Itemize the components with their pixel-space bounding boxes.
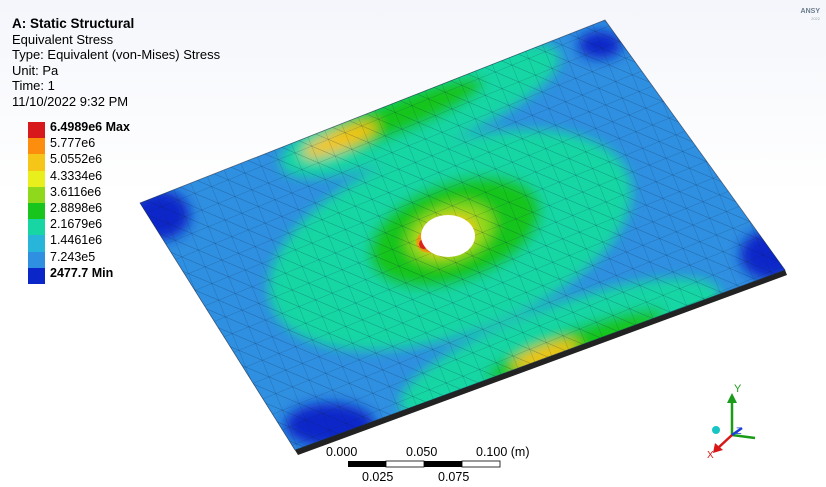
legend-swatch [28, 267, 45, 284]
legend-swatch [28, 219, 45, 236]
legend-swatch [28, 170, 45, 187]
z-axis-arrow [731, 426, 743, 437]
legend-swatch [28, 235, 45, 252]
plate-edge-right [295, 270, 787, 455]
scale-label-0: 0.000 [326, 445, 358, 459]
result-timestamp: 11/10/2022 9:32 PM [12, 93, 129, 109]
legend-label: 2.1679e6 [50, 217, 103, 232]
legend-swatch [28, 186, 45, 203]
triad-y-label: Y [734, 383, 742, 395]
legend-swatch [28, 202, 45, 220]
legend-label: 2477.7 Min [50, 265, 114, 280]
legend-label: 2.8898e6 [50, 200, 103, 215]
x-axis-arrow [717, 434, 733, 449]
result-type: Type: Equivalent (von-Mises) Stress [12, 47, 221, 62]
legend-label: 5.777e6 [50, 136, 96, 151]
scale-label-3: 0.025 [362, 470, 394, 484]
legend-label: 4.3334e6 [50, 168, 103, 183]
scale-label-2: 0.100 (m) [476, 445, 530, 459]
y-axis-head [727, 393, 737, 403]
legend-swatch [28, 154, 45, 171]
brand-sub: 2022 [811, 16, 820, 21]
legend-swatch [28, 122, 45, 139]
result-info-panel: A: Static Structural Equivalent Stress T… [12, 16, 220, 109]
x-axis-green [731, 433, 756, 440]
legend-label: 7.243e5 [50, 249, 96, 264]
plate-outline [139, 19, 786, 451]
scale-label-4: 0.075 [438, 470, 470, 484]
result-unit: Unit: Pa [12, 62, 59, 78]
legend-label: 5.0552e6 [50, 152, 103, 167]
scale-label-1: 0.050 [406, 445, 438, 459]
result-name: Equivalent Stress [12, 31, 114, 47]
scale-bar: 0.000 0.050 0.100 (m) 0.025 0.075 [326, 445, 530, 485]
plate-hole [421, 215, 475, 257]
legend-label: 3.6116e6 [50, 184, 102, 199]
triad-origin-sphere [712, 426, 720, 434]
scale-bar-graphic [348, 460, 501, 468]
legend-label: 1.4461e6 [50, 233, 103, 248]
legend-swatch [28, 251, 45, 268]
brand-text: ANSY [800, 8, 820, 15]
analysis-title: A: Static Structural [12, 16, 135, 31]
x-axis-head [713, 443, 723, 453]
legend-swatch [28, 138, 45, 155]
ansys-logo: ANSY 2022 [801, 8, 820, 22]
triad-z-label: Z [736, 426, 742, 436]
result-time: Time: 1 [12, 78, 55, 93]
legend-label: 6.4989e6 Max [50, 120, 130, 134]
triad-x-label: X [707, 450, 714, 460]
coordinate-triad[interactable]: Y Z X [690, 380, 770, 460]
